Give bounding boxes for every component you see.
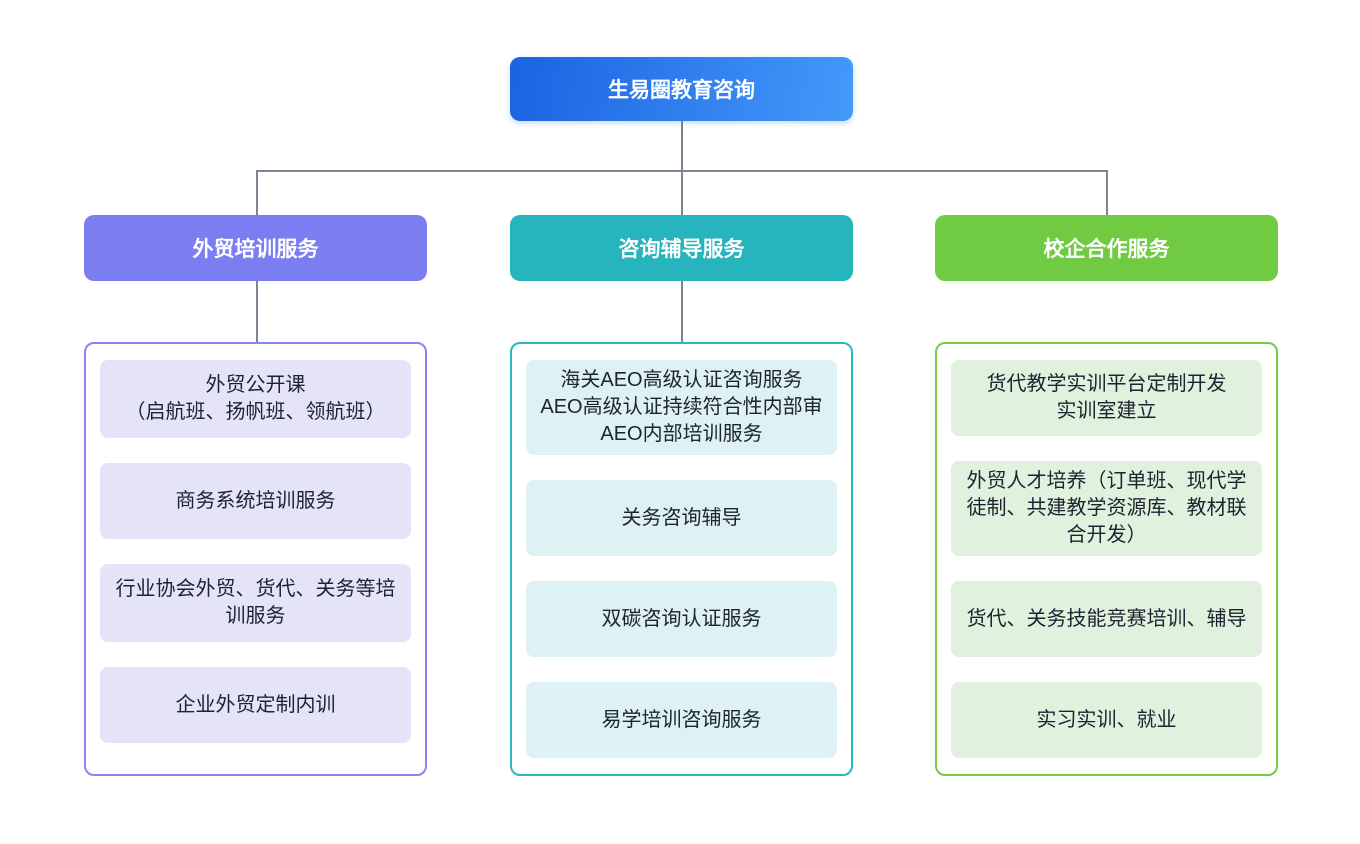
connector-drop-middle — [681, 170, 683, 215]
leaf-item[interactable]: 实习实训、就业 — [951, 682, 1262, 758]
leaf-item[interactable]: 外贸公开课 （启航班、扬帆班、领航班） — [100, 360, 411, 438]
leaf-item[interactable]: 易学培训咨询服务 — [526, 682, 837, 758]
leaf-item[interactable]: 企业外贸定制内训 — [100, 667, 411, 743]
branch-header-label: 校企合作服务 — [1043, 238, 1170, 261]
leaf-item[interactable]: 双碳咨询认证服务 — [526, 581, 837, 657]
connector-drop-right — [1106, 170, 1108, 215]
leaf-item[interactable]: 商务系统培训服务 — [100, 463, 411, 539]
branch-header-foreign-trade-training[interactable]: 外贸培训服务 — [84, 215, 427, 281]
branch-header-consulting-coaching[interactable]: 咨询辅导服务 — [510, 215, 853, 281]
root-node[interactable]: 生易圈教育咨询 — [510, 57, 853, 121]
branch-container-consulting-coaching: 海关AEO高级认证咨询服务 AEO高级认证持续符合性内部审 AEO内部培训服务 … — [510, 342, 853, 776]
leaf-item[interactable]: 海关AEO高级认证咨询服务 AEO高级认证持续符合性内部审 AEO内部培训服务 — [526, 360, 837, 455]
connector-left-header-to-container — [256, 281, 258, 342]
leaf-item[interactable]: 货代教学实训平台定制开发 实训室建立 — [951, 360, 1262, 436]
branch-container-foreign-trade-training: 外贸公开课 （启航班、扬帆班、领航班） 商务系统培训服务 行业协会外贸、货代、关… — [84, 342, 427, 776]
connector-drop-left — [256, 170, 258, 215]
connector-root-stem — [681, 121, 683, 170]
root-node-label: 生易圈教育咨询 — [608, 79, 755, 102]
branch-header-school-enterprise[interactable]: 校企合作服务 — [935, 215, 1278, 281]
leaf-item[interactable]: 货代、关务技能竞赛培训、辅导 — [951, 581, 1262, 657]
branch-header-label: 咨询辅导服务 — [618, 238, 745, 261]
leaf-item[interactable]: 行业协会外贸、货代、关务等培训服务 — [100, 564, 411, 642]
branch-container-school-enterprise: 货代教学实训平台定制开发 实训室建立 外贸人才培养（订单班、现代学徒制、共建教学… — [935, 342, 1278, 776]
connector-middle-header-to-container — [681, 281, 683, 342]
leaf-item[interactable]: 关务咨询辅导 — [526, 480, 837, 556]
leaf-item[interactable]: 外贸人才培养（订单班、现代学徒制、共建教学资源库、教材联合开发） — [951, 461, 1262, 556]
branch-header-label: 外贸培训服务 — [192, 238, 319, 261]
